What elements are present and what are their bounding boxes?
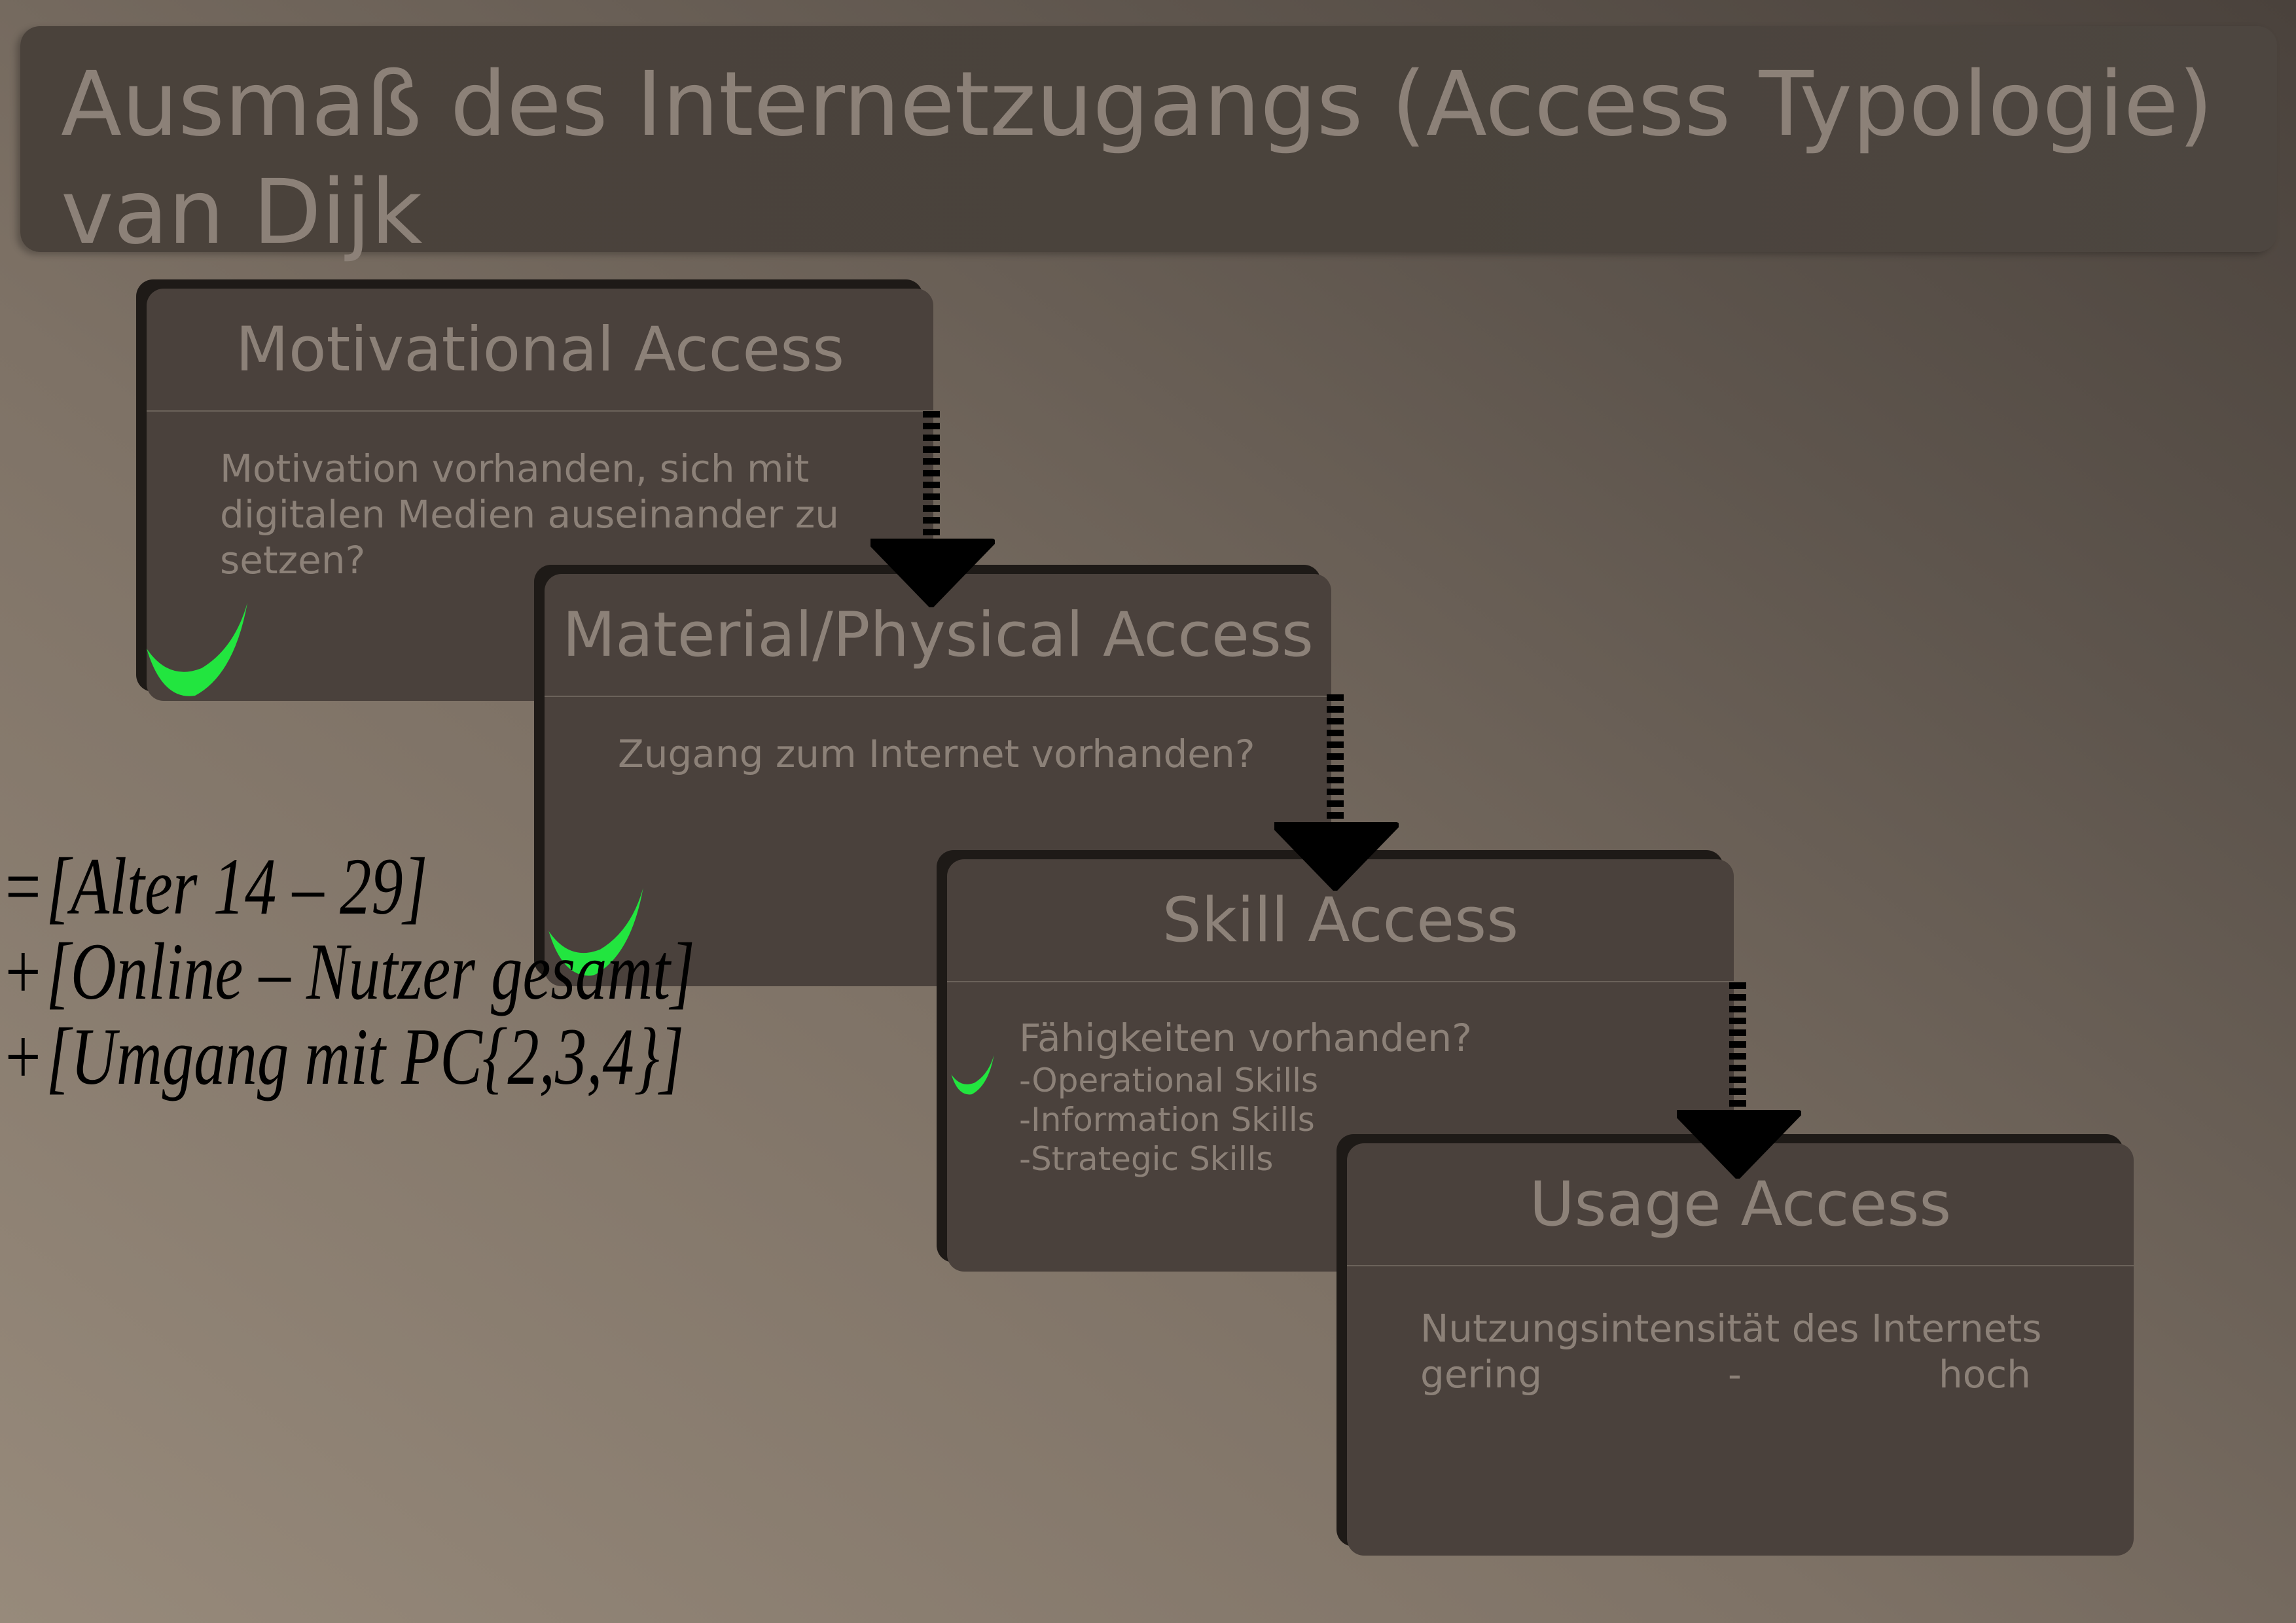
- box-title: Usage Access: [1529, 1168, 1952, 1240]
- arrow-down-icon: [870, 411, 995, 607]
- body-line: Motivation vorhanden, sich mit: [220, 446, 810, 491]
- title-banner: Ausmaß des Internetzugangs (Access Typol…: [20, 26, 2277, 264]
- checkmark-icon: [147, 603, 247, 696]
- body-line: Nutzungsintensität des Internets: [1420, 1306, 2042, 1351]
- scale-low: gering: [1420, 1352, 1543, 1397]
- divider: [947, 981, 1734, 982]
- box-title: Material/Physical Access: [562, 599, 1314, 671]
- motivational-access-box: Motivational Access Motivation vorhanden…: [147, 289, 933, 701]
- operator: +: [5, 927, 41, 1016]
- box-body: Zugang zum Internet vorhanden?: [618, 731, 1255, 777]
- material-access-box: Material/Physical Access Zugang zum Inte…: [545, 574, 1331, 986]
- skill-item: -Operational Skills: [1019, 1061, 1319, 1099]
- body-line: digitalen Medien auseinander zu: [220, 492, 840, 537]
- formula-line: =[Alter 14 – 29]: [5, 844, 695, 929]
- box-title: Motivational Access: [235, 313, 845, 385]
- formula-term: [Alter 14 – 29]: [46, 842, 428, 931]
- checkmark-icon: [548, 888, 643, 976]
- box-title: Skill Access: [1162, 884, 1519, 956]
- skill-item: -Information Skills: [1019, 1101, 1315, 1139]
- operator: +: [5, 1012, 41, 1101]
- operator: =: [5, 842, 41, 931]
- checkmark-icon: [951, 1055, 994, 1095]
- intensity-scale: gering - hoch: [1420, 1351, 2075, 1397]
- page-title: Ausmaß des Internetzugangs (Access Typol…: [61, 53, 2214, 264]
- divider: [545, 696, 1331, 697]
- skill-access-box: Skill Access Fähigkeiten vorhanden? -Ope…: [947, 859, 1734, 1272]
- usage-access-box: Usage Access Nutzungsintensität des Inte…: [1347, 1143, 2134, 1556]
- skill-item: -Strategic Skills: [1019, 1140, 1274, 1178]
- divider: [147, 410, 933, 412]
- formula-term: [Umgang mit PC{2,3,4}]: [46, 1012, 685, 1101]
- formula-term: [Online – Nutzer gesamt]: [46, 927, 695, 1016]
- body-line: Fähigkeiten vorhanden?: [1019, 1016, 1472, 1060]
- formula: =[Alter 14 – 29] +[Online – Nutzer gesam…: [5, 844, 695, 1099]
- divider: [1347, 1265, 2134, 1266]
- box-body: Nutzungsintensität des Internets gering …: [1420, 1306, 2075, 1397]
- body-line: setzen?: [220, 538, 366, 582]
- body-line: Zugang zum Internet vorhanden?: [618, 732, 1255, 776]
- arrow-down-icon: [1274, 694, 1399, 891]
- formula-line: +[Online – Nutzer gesamt]: [5, 929, 695, 1014]
- box-body: Motivation vorhanden, sich mit digitalen…: [220, 446, 839, 583]
- scale-separator: -: [1728, 1352, 1742, 1397]
- formula-line: +[Umgang mit PC{2,3,4}]: [5, 1014, 695, 1099]
- arrow-down-icon: [1677, 982, 1801, 1179]
- box-body: Fähigkeiten vorhanden? -Operational Skil…: [1019, 1015, 1472, 1179]
- scale-high: hoch: [1939, 1352, 2031, 1397]
